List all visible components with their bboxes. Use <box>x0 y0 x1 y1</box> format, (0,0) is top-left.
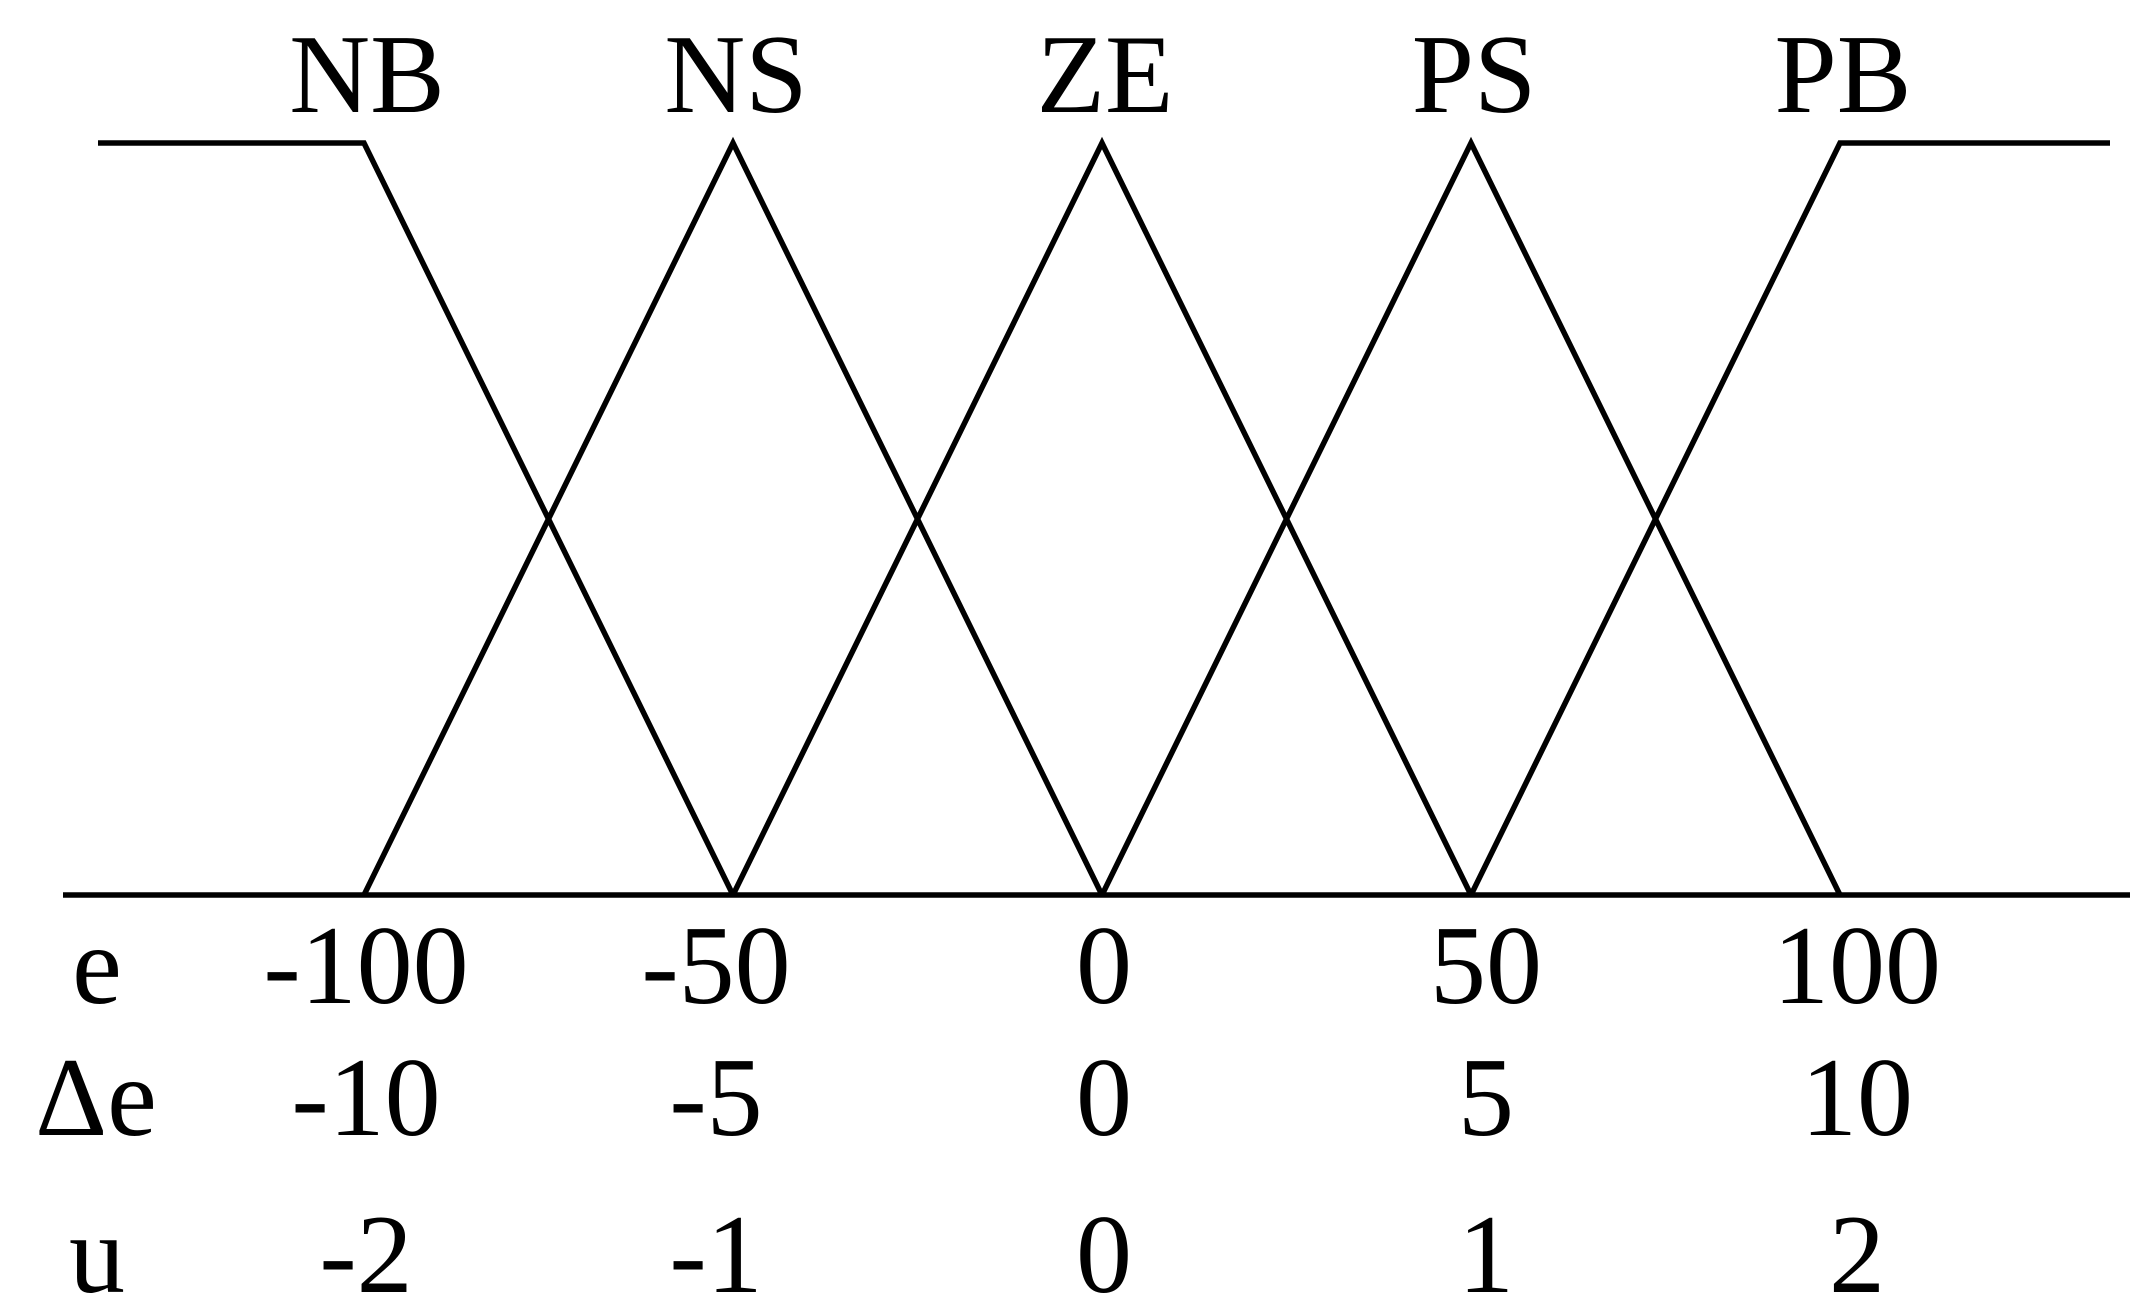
tick-label-e-0: -100 <box>263 904 468 1028</box>
set-label-ns: NS <box>664 13 807 137</box>
membership-function-ps <box>1099 136 1843 897</box>
tick-label-de-0: -10 <box>291 1036 440 1160</box>
tick-label-e-4: 100 <box>1773 904 1941 1028</box>
tick-label-de-4: 10 <box>1801 1036 1913 1160</box>
tick-label-u-4: 2 <box>1829 1193 1885 1315</box>
membership-function-pb <box>1468 140 2110 897</box>
tick-label-e-2: 0 <box>1076 904 1132 1028</box>
set-labels: NB NS ZE PS PB <box>289 13 1911 137</box>
set-label-nb: NB <box>289 13 445 137</box>
row-label-de: Δe <box>35 1036 157 1160</box>
tick-label-u-2: 0 <box>1076 1193 1132 1315</box>
membership-functions <box>98 136 2110 897</box>
tick-label-u-3: 1 <box>1458 1193 1514 1315</box>
set-label-pb: PB <box>1775 13 1912 137</box>
set-label-ze: ZE <box>1037 13 1174 137</box>
membership-function-ze <box>730 136 1474 897</box>
tick-label-e-1: -50 <box>641 904 790 1028</box>
membership-function-ns <box>361 136 1105 897</box>
tick-label-u-0: -2 <box>319 1193 412 1315</box>
tick-label-e-3: 50 <box>1430 904 1542 1028</box>
tick-label-de-1: -5 <box>669 1036 762 1160</box>
row-labels: eΔe u <box>35 904 157 1315</box>
tick-label-de-3: 5 <box>1458 1036 1514 1160</box>
row-label-u: u <box>69 1193 125 1315</box>
tick-label-de-2: 0 <box>1076 1036 1132 1160</box>
membership-function-nb <box>98 140 736 897</box>
row-label-e: e <box>72 904 122 1028</box>
set-label-ps: PS <box>1412 13 1537 137</box>
tick-label-u-1: -1 <box>669 1193 762 1315</box>
